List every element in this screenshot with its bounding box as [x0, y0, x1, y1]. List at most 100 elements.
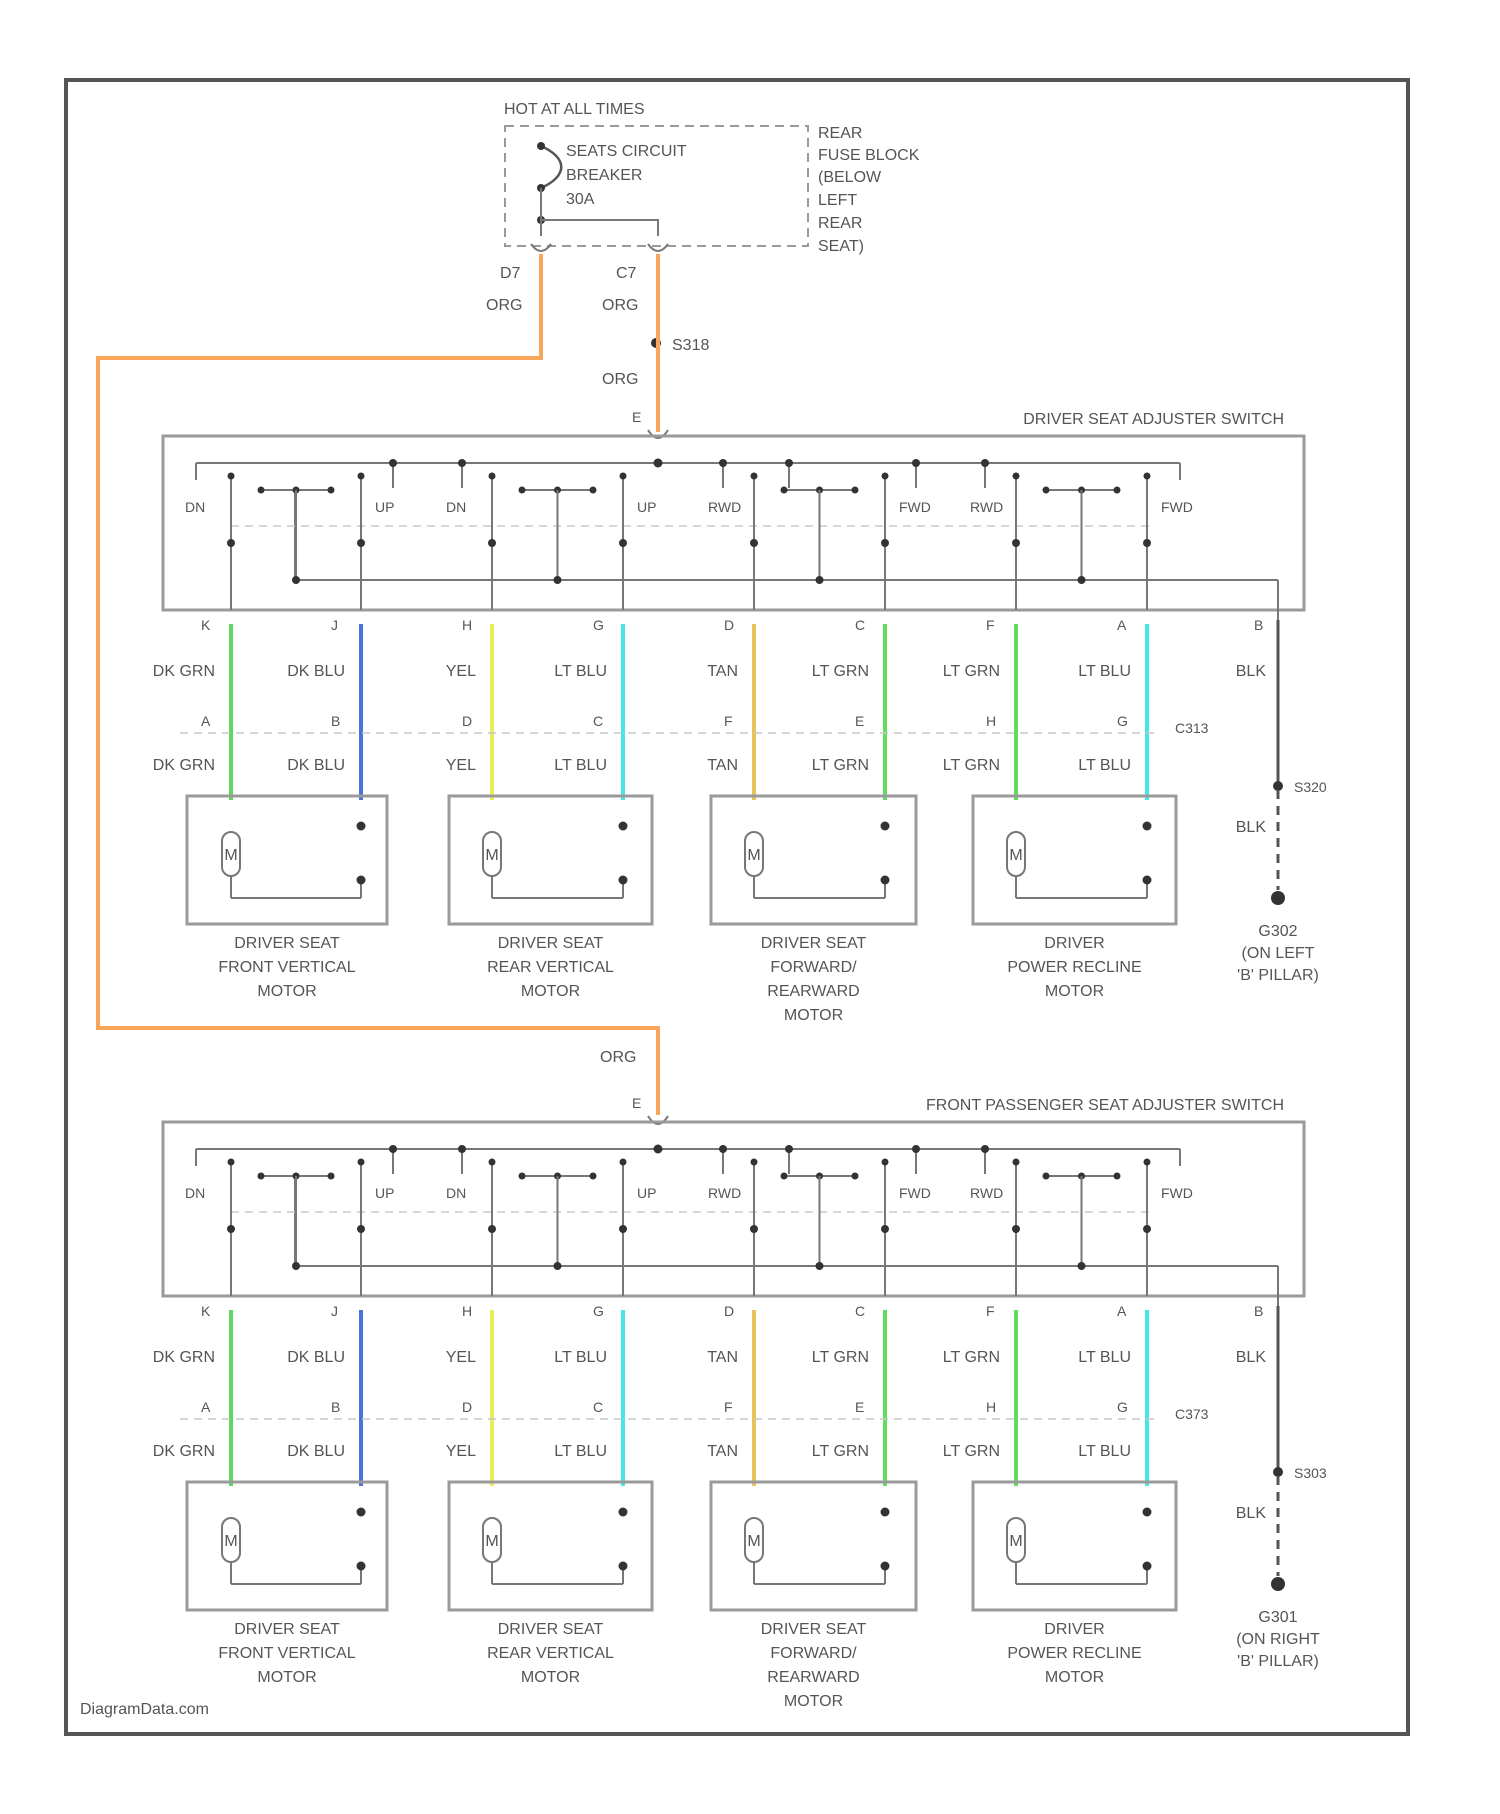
ground-location-label: 'B' PILLAR) [1237, 1653, 1319, 1670]
feed-contact-node [389, 459, 397, 467]
ground-icon [1271, 1577, 1285, 1591]
switch-contact-node [619, 1225, 627, 1233]
splice-label: S318 [672, 337, 709, 354]
ground-wire-bottom-label: BLK [1236, 819, 1267, 836]
switch-position-label: UP [637, 499, 656, 515]
switch-position-label: UP [375, 499, 394, 515]
switch-contact-node [228, 1159, 235, 1166]
wire-top-label: DK GRN [153, 663, 215, 680]
ground-location-label: G301 [1258, 1609, 1297, 1626]
motor-terminal-node [357, 1508, 366, 1517]
switch-contact-node [619, 539, 627, 547]
switch-contact-node [489, 473, 496, 480]
motor-symbol: M [1009, 847, 1022, 864]
connector-pin-label: D [462, 1399, 472, 1415]
wire-bottom-label: LT BLU [554, 1443, 607, 1460]
ground-wire-top-label: BLK [1236, 663, 1267, 680]
switch-title: DRIVER SEAT ADJUSTER SWITCH [1023, 411, 1284, 428]
motor-label: MOTOR [1045, 983, 1104, 1000]
connector-pin-label: H [986, 713, 996, 729]
ground-bus-node [1078, 576, 1086, 584]
switch-contact-node [1013, 473, 1020, 480]
ground-contact-node [258, 487, 265, 494]
wire-top-label: LT GRN [812, 663, 869, 680]
wire-bottom-label: TAN [707, 757, 738, 774]
motor-label: REAR VERTICAL [487, 959, 614, 976]
switch-terminal-label: F [986, 617, 995, 633]
switch-contact-node [881, 539, 889, 547]
connector-pin-label: G [1117, 713, 1128, 729]
feed-contact-node [719, 1145, 727, 1153]
ground-bus-node [816, 1262, 824, 1270]
switch-position-label: DN [185, 499, 205, 515]
ground-contact-node [328, 1173, 335, 1180]
circuit-breaker-icon [541, 146, 561, 188]
feed-contact-node [981, 1145, 989, 1153]
motor-terminal-node [881, 1562, 890, 1571]
wire-top-label: YEL [446, 1349, 476, 1366]
ground-location-label: 'B' PILLAR) [1237, 967, 1319, 984]
feed-contact-node [389, 1145, 397, 1153]
ground-splice-node [1273, 1467, 1283, 1477]
switch-position-label: RWD [708, 499, 741, 515]
breaker-label-1: SEATS CIRCUIT [566, 143, 687, 160]
switch-contact-node [1012, 539, 1020, 547]
connector-label: C313 [1175, 720, 1209, 736]
wire-top-label: LT BLU [1078, 663, 1131, 680]
motor-terminal-node [1143, 1508, 1152, 1517]
feed-contact-node [785, 1145, 793, 1153]
switch-position-label: FWD [899, 499, 931, 515]
switch-position-label: UP [637, 1185, 656, 1201]
fuse-block-label-6: SEAT) [818, 238, 864, 255]
wire-bottom-label: YEL [446, 757, 476, 774]
ground-bus-node [554, 576, 562, 584]
connector-pin-label: C [593, 1399, 603, 1415]
switch-contact-node [1144, 1159, 1151, 1166]
switch-position-label: UP [375, 1185, 394, 1201]
wire-bottom-label: LT GRN [812, 757, 869, 774]
wire-bottom-label: DK GRN [153, 757, 215, 774]
motor-terminal-node [619, 1562, 628, 1571]
switch-contact-node [357, 539, 365, 547]
motor-symbol: M [224, 847, 237, 864]
switch-position-label: FWD [899, 1185, 931, 1201]
motor-box [711, 796, 916, 924]
switch-contact-node [751, 1159, 758, 1166]
passenger-feed-wire-label: ORG [600, 1049, 636, 1066]
watermark: DiagramData.com [80, 1701, 209, 1718]
connector-pin-label: E [855, 1399, 864, 1415]
switch-contact-node [620, 473, 627, 480]
wire-top-label: LT GRN [812, 1349, 869, 1366]
switch-terminal-label: G [593, 1303, 604, 1319]
ground-contact-node [590, 487, 597, 494]
motor-terminal-node [1143, 822, 1152, 831]
wire-bottom-label: LT BLU [554, 757, 607, 774]
motor-label: MOTOR [521, 983, 580, 1000]
switch-terminal-label: A [1117, 1303, 1127, 1319]
switch-contact-node [750, 539, 758, 547]
ground-bus-node [1078, 1262, 1086, 1270]
ground-location-label: (ON RIGHT [1236, 1631, 1320, 1648]
feed-contact-node [458, 1145, 466, 1153]
switch-contact-node [358, 473, 365, 480]
ground-bus-node [554, 1262, 562, 1270]
ground-contact-node [1114, 1173, 1121, 1180]
motor-symbol: M [747, 1533, 760, 1550]
motor-label: REARWARD [767, 983, 859, 1000]
ground-bus-node [816, 576, 824, 584]
wire-bottom-label: LT GRN [812, 1443, 869, 1460]
switch-terminal-label: J [331, 1303, 338, 1319]
fuse-block-label-1: REAR [818, 125, 862, 142]
switch-contact-node [358, 1159, 365, 1166]
connector-pin-label: B [331, 1399, 340, 1415]
ground-contact-node [590, 1173, 597, 1180]
motor-terminal-node [881, 1508, 890, 1517]
ground-contact-node [1114, 487, 1121, 494]
switch-terminal-label: C [855, 617, 865, 633]
breaker-label-2: BREAKER [566, 167, 642, 184]
motor-box [973, 796, 1176, 924]
motor-label: DRIVER SEAT [498, 1621, 604, 1638]
connector-pin-label: D [462, 713, 472, 729]
wire-bottom-label: DK GRN [153, 1443, 215, 1460]
